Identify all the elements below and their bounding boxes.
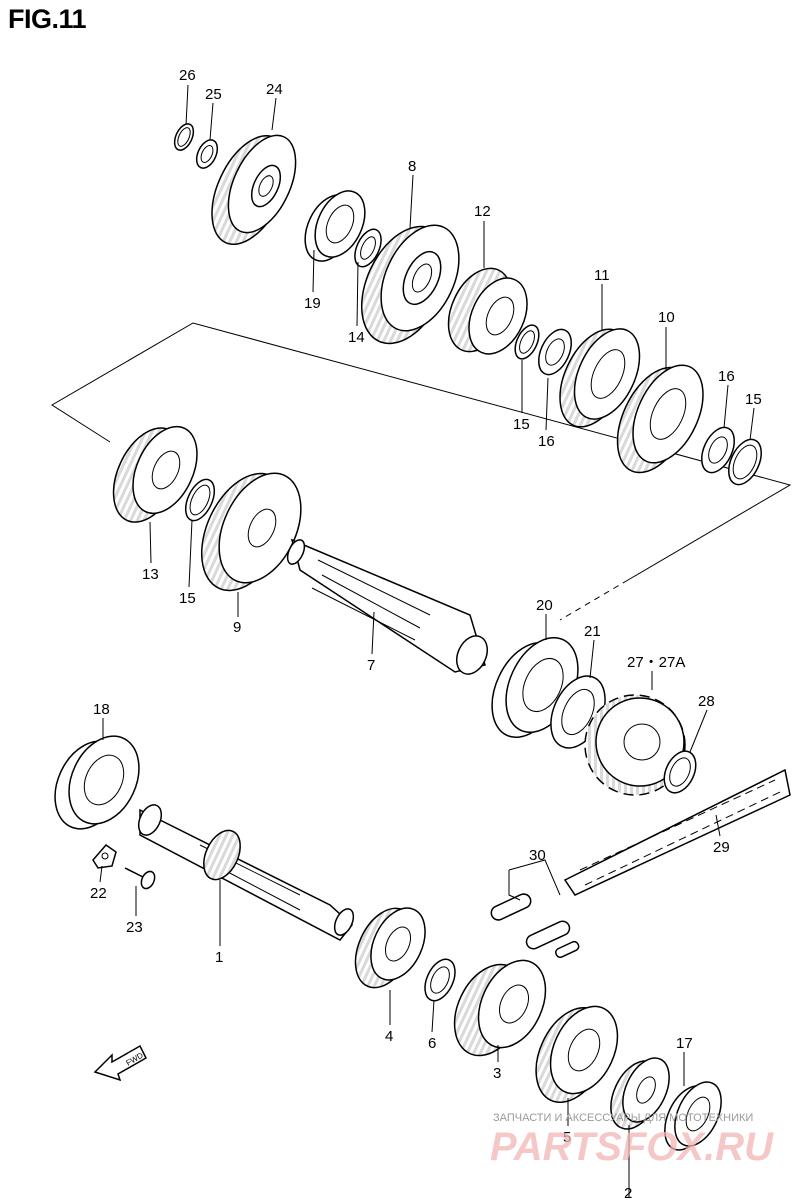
screw-23[interactable]: [124, 867, 157, 891]
figure-title: FIG.11: [8, 4, 87, 34]
callout-18: 18: [93, 701, 110, 718]
callout-15-b: 15: [745, 391, 762, 408]
leader-lines: [99, 84, 755, 1198]
callout-29: 29: [713, 839, 730, 856]
callout-3: 3: [493, 1065, 501, 1082]
washer-16-right[interactable]: [695, 422, 741, 477]
gear-4[interactable]: [344, 899, 436, 997]
washer-6[interactable]: [419, 955, 461, 1006]
callout-16-b: 16: [718, 368, 735, 385]
callout-13: 13: [142, 566, 159, 583]
gear-8[interactable]: [344, 213, 474, 358]
callout-19: 19: [304, 295, 321, 312]
washer-16-upper[interactable]: [532, 324, 578, 379]
callout-labels: 26 25 24 8 12 19 14 11 10 15 16 16 15 13…: [90, 67, 762, 1202]
callout-26: 26: [179, 67, 196, 84]
chain-joint-30[interactable]: [489, 892, 580, 959]
callout-15-c: 15: [179, 590, 196, 607]
gear-10[interactable]: [602, 354, 717, 484]
callout-10: 10: [658, 309, 675, 326]
callout-5: 5: [563, 1129, 571, 1146]
callout-22: 22: [90, 885, 107, 902]
subassembly-boundary: [51, 322, 792, 621]
callout-23: 23: [126, 919, 143, 936]
callout-20: 20: [536, 597, 553, 614]
bearing-17[interactable]: [656, 1075, 731, 1158]
circlip-15-right[interactable]: [722, 434, 768, 489]
callout-7: 7: [367, 657, 375, 674]
callout-30: 30: [529, 847, 546, 864]
sprocket-27[interactable]: [584, 694, 686, 796]
driveshaft-1[interactable]: [134, 801, 357, 941]
gear-5[interactable]: [522, 996, 631, 1114]
circlip-28[interactable]: [658, 746, 702, 798]
bearing-20[interactable]: [478, 626, 592, 749]
watermark-line-2: PARTSFOX.RU: [490, 1125, 774, 1169]
circlip-15-upper[interactable]: [510, 321, 543, 362]
callout-1: 1: [215, 949, 223, 966]
callout-15-a: 15: [513, 416, 530, 433]
gear-13[interactable]: [100, 416, 210, 533]
gear-24[interactable]: [196, 124, 309, 256]
gear-9[interactable]: [184, 460, 317, 605]
callout-17: 17: [676, 1035, 693, 1052]
countershaft-7[interactable]: [284, 537, 493, 679]
callout-12: 12: [474, 203, 491, 220]
callout-21: 21: [584, 623, 601, 640]
callout-14: 14: [348, 329, 365, 346]
washer-14[interactable]: [350, 225, 387, 271]
circlip-26[interactable]: [171, 121, 197, 153]
callout-27: 27・27A: [627, 654, 685, 671]
gear-2[interactable]: [601, 1051, 679, 1137]
callout-6: 6: [428, 1035, 436, 1052]
bearing-19[interactable]: [295, 183, 374, 269]
callout-28: 28: [698, 693, 715, 710]
callout-24: 24: [266, 81, 283, 98]
callout-16-a: 16: [538, 433, 555, 450]
callout-8: 8: [408, 158, 416, 175]
gear-12[interactable]: [436, 258, 538, 363]
watermark: ЗАПЧАСТИ И АКСЕССУАРЫ ДЛЯ МОТОТЕХНИКИ PA…: [490, 1112, 774, 1169]
circlip-15-left[interactable]: [180, 475, 220, 525]
watermark-line-1: ЗАПЧАСТИ И АКСЕССУАРЫ ДЛЯ МОТОТЕХНИКИ: [493, 1112, 753, 1124]
washer-25[interactable]: [193, 137, 222, 172]
gear-11[interactable]: [546, 318, 653, 438]
callout-11: 11: [594, 267, 610, 284]
drive-chain-29[interactable]: [563, 768, 791, 896]
callout-4: 4: [385, 1028, 393, 1045]
callout-9: 9: [233, 619, 241, 636]
callout-2: 2: [624, 1185, 632, 1202]
fwd-arrow-icon: FWD: [93, 1044, 147, 1082]
bearing-18[interactable]: [42, 725, 153, 840]
callout-25: 25: [205, 86, 222, 103]
gear-3[interactable]: [441, 950, 559, 1067]
retainer-22[interactable]: [92, 843, 117, 869]
